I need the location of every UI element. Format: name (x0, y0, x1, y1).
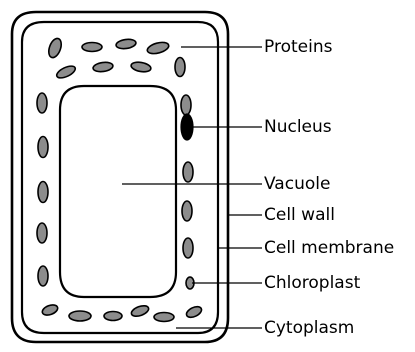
chloroplast (38, 266, 48, 286)
chloroplast (37, 223, 47, 243)
chloroplast (182, 201, 192, 221)
label-vacuole: Vacuole (264, 174, 330, 194)
chloroplast (38, 182, 48, 203)
chloroplast (183, 162, 193, 182)
chloroplast (69, 311, 91, 321)
label-cell-wall: Cell wall (264, 205, 335, 225)
chloroplast (181, 95, 191, 115)
chloroplast (183, 238, 193, 258)
chloroplast (175, 58, 185, 77)
label-proteins: Proteins (264, 37, 333, 57)
label-cell-membrane: Cell membrane (264, 238, 394, 258)
label-cytoplasm: Cytoplasm (264, 318, 354, 338)
chloroplast (82, 43, 102, 52)
label-chloroplast: Chloroplast (264, 273, 361, 293)
chloroplast (104, 312, 122, 321)
label-nucleus: Nucleus (264, 117, 332, 137)
chloroplast (37, 93, 47, 113)
nucleus (181, 114, 193, 140)
chloroplast (154, 313, 174, 322)
vacuole (60, 86, 176, 297)
chloroplast (38, 137, 48, 158)
